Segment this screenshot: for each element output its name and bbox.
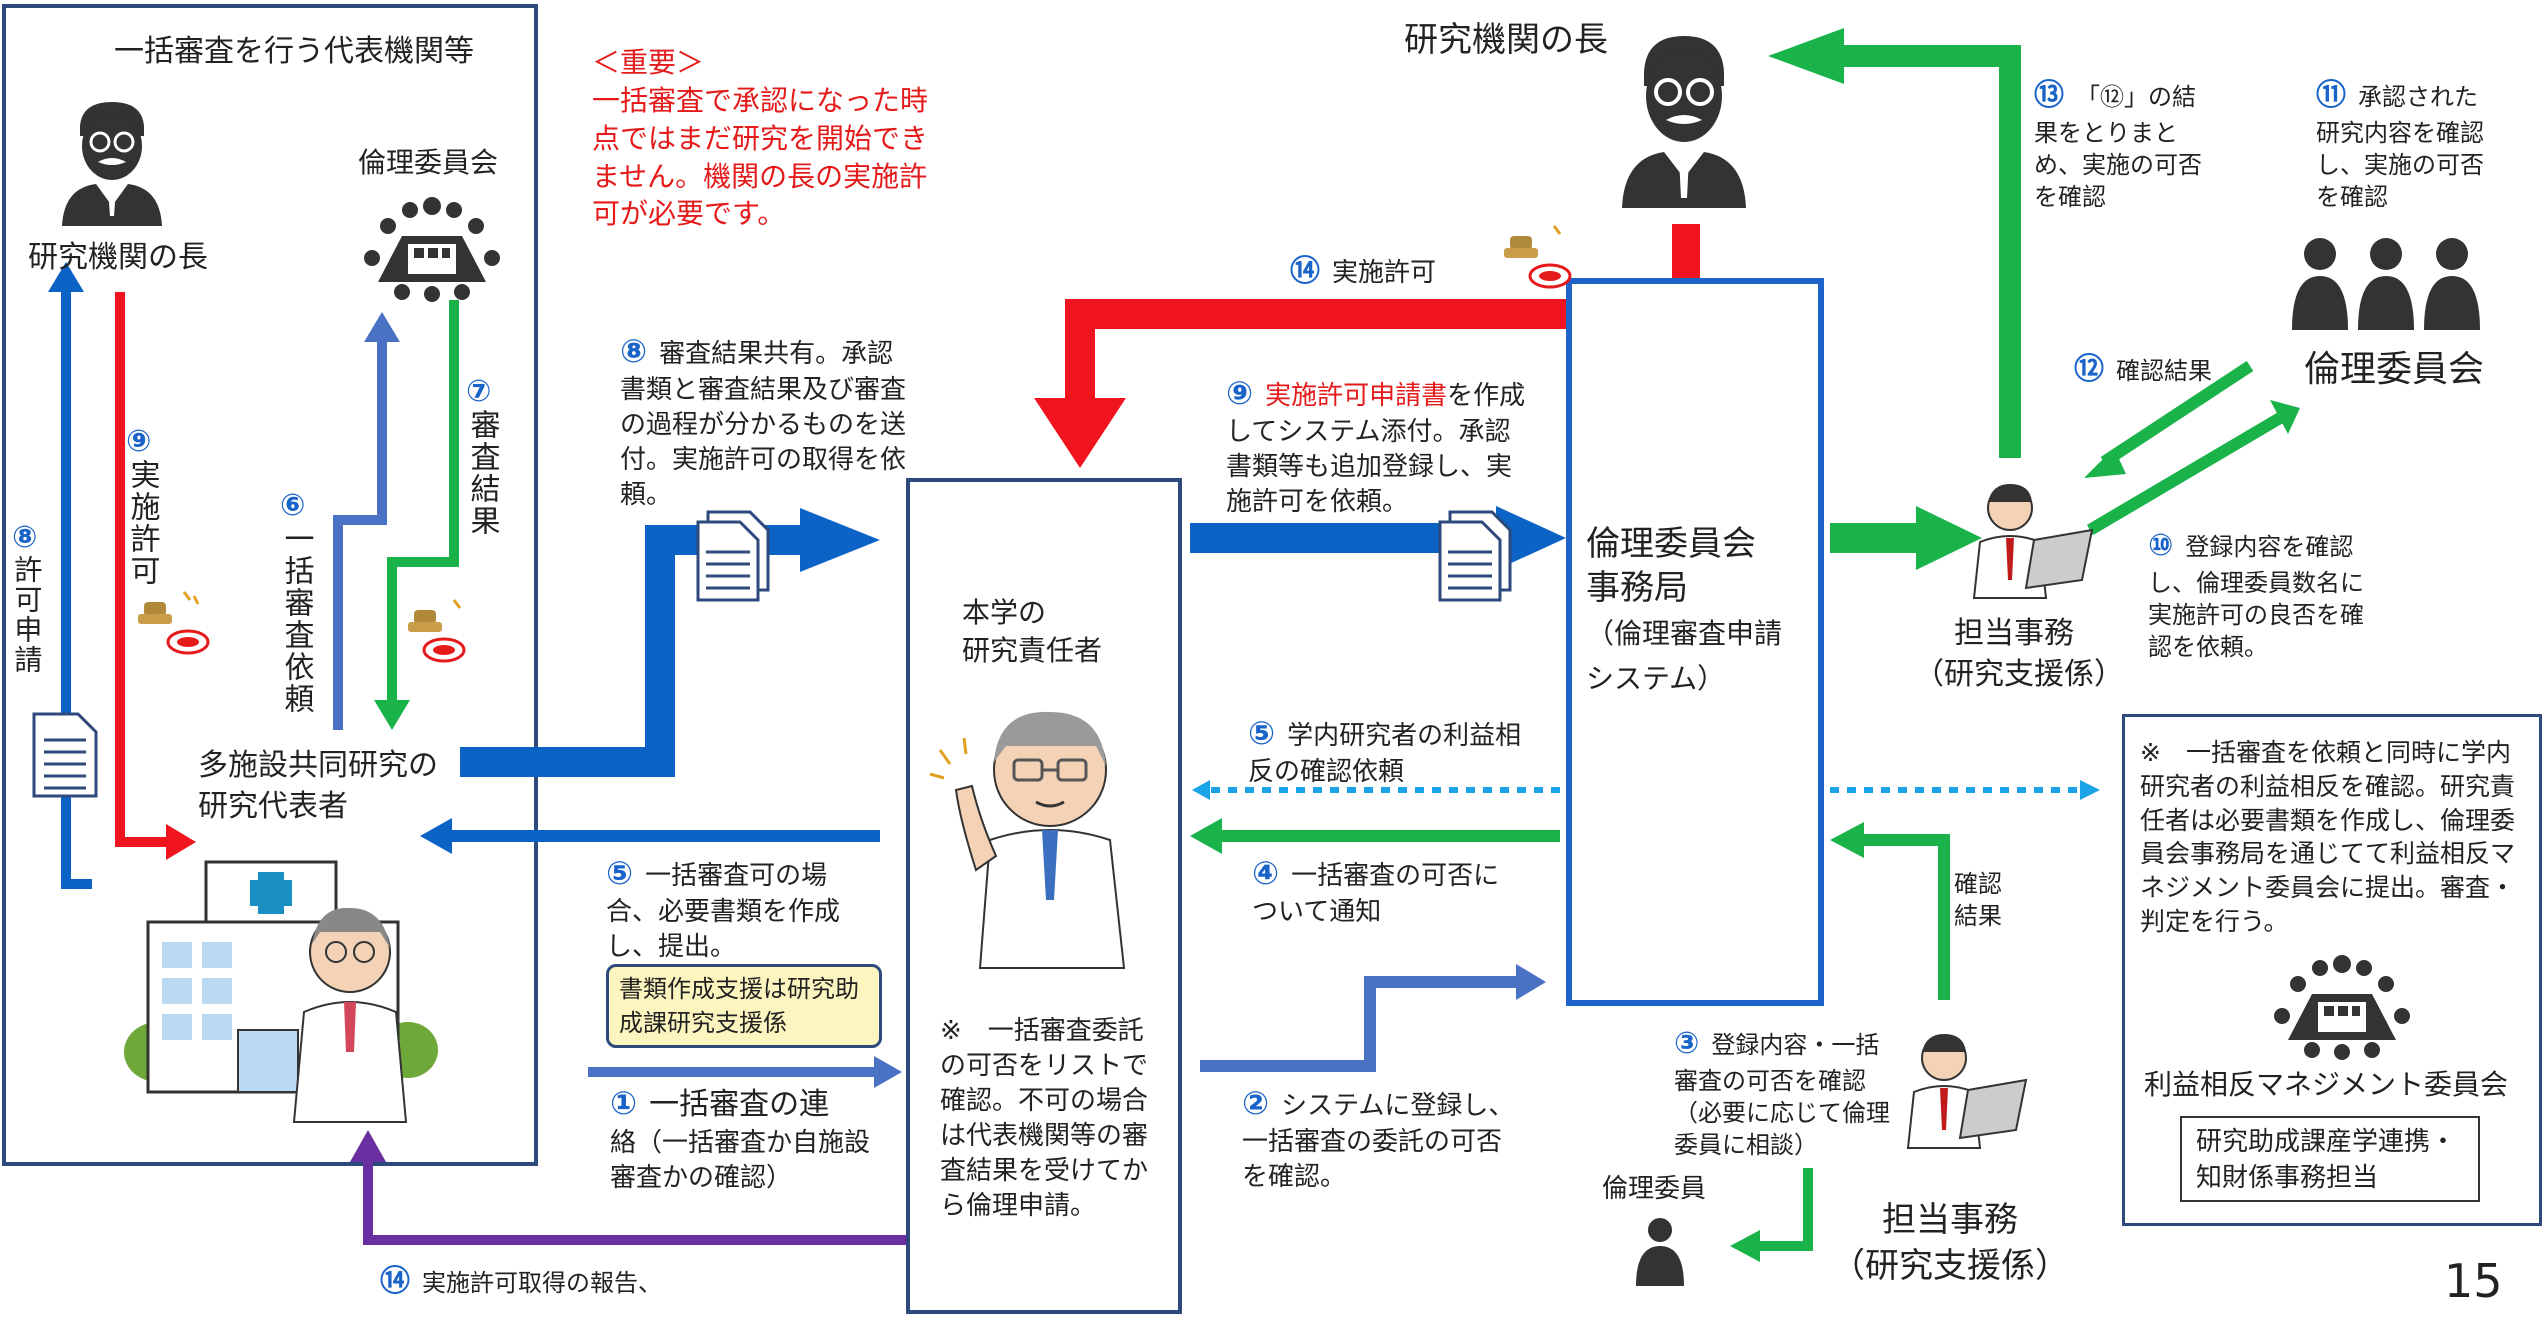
document-icon [1438,510,1512,602]
coi-box [2122,714,2542,1226]
document-icon [32,712,98,798]
coi-committee-label: 利益相反マネジメント委員会 [2144,1068,2509,1101]
important-note-body: 一括審査で承認になった時点ではまだ研究を開始できません。機関の長の実施許可が必要… [592,84,929,231]
office-box [1566,278,1824,1006]
ethics-member-label: 倫理委員 [1602,1174,1707,1204]
step-7: ⑦ 審査結果 [464,374,500,537]
staff-bottom-label: 担当事務（研究支援係） [1831,1200,2069,1286]
staff-top-label: 担当事務（研究支援係） [1914,616,2124,692]
rep-head-label: 研究機関の長 [28,240,208,275]
notify-arrow [1190,818,1222,854]
lead-researcher-label: 多施設共同研究の研究代表者 [198,748,438,824]
step-13: ⑬「⑫」の結果をとりまとめ、実施の可否を確認 [2034,78,2202,212]
permission-red-arrow-left [115,292,168,847]
important-note-heading: ＜重要＞ [592,46,705,79]
permit-report-arrow [363,1160,906,1245]
staff-icon [1906,1034,2028,1149]
document-icon [696,510,770,602]
hospital-icon [124,860,438,1123]
support-callout: 書類作成支援は研究助成課研究支援係 [606,964,882,1048]
meeting-icon [2274,955,2410,1060]
summary-arrow [1840,45,2021,458]
contact-arrow [874,1056,902,1088]
office-to-staff-arrow [1916,506,1982,570]
head-person-icon [1622,36,1746,208]
check-result-arrow [1862,834,1950,1000]
permit-application-arrow [1496,506,1566,570]
register-arrow [1200,976,1520,1072]
person-icon [1636,1218,1684,1286]
permission-red-arrow [1065,299,1566,400]
rep-institution-title: 一括審査を行う代表機関等 [114,34,474,69]
head-top-label: 研究機関の長 [1404,20,1608,60]
step-6: ⑥ 一括審査依頼 [278,488,314,715]
rep-institution-frame [2,4,538,1166]
consult-member-arrow [1758,1168,1813,1251]
pi-box [906,478,1182,1314]
committee-persons-icon [2292,238,2480,330]
stamp-icon [1504,225,1572,289]
submit-docs-arrow [420,818,452,854]
office-label: 倫理委員会事務局（倫理審査申請システム） [1586,524,1783,695]
step-3-result: 確認結果 [1954,870,2002,931]
permit-request-arrow [61,290,92,889]
coi-note: ※ 一括審査を依頼と同時に学内研究者の利益相反を確認。研究責任者は必要書類を作成… [2140,738,2516,936]
confirm-result-arrow [2084,448,2126,478]
stamp-icon [138,591,210,655]
pi-label: 本学の研究責任者 [962,596,1103,667]
step-9a: ⑨ 実施許可 [124,424,160,587]
stamp-icon [408,599,466,663]
page-number: 15 [2444,1254,2503,1308]
doctor-icon [929,711,1126,969]
rep-ethics-committee-label: 倫理委員会 [358,146,499,179]
pi-note: ※ 一括審査委託の可否をリストで確認。不可の場合は代表機関等の審査結果を受けてか… [940,1016,1149,1222]
confirm-request-arrow [2270,400,2300,434]
meeting-icon [364,197,500,302]
bulk-review-request-arrow [333,340,387,730]
step-8b: ⑧ 許可申請 [10,520,44,675]
ethics-committee-right-label: 倫理委員会 [2304,349,2485,390]
staff-icon [1972,484,2094,599]
review-result-arrow [387,300,459,700]
head-person-icon [62,102,162,226]
coi-contact: 研究助成課産学連携・知財係事務担当 [2180,1116,2480,1202]
